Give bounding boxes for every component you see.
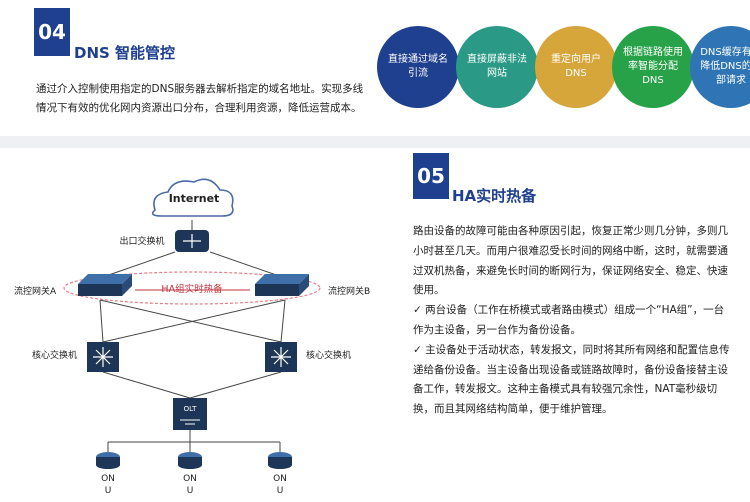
- onu-left-label-bottom: U: [105, 486, 112, 496]
- gateway-a-label: 流控网关A: [14, 285, 57, 297]
- onu-middle-icon: [178, 452, 202, 469]
- section-title: DNS 智能管控: [74, 44, 176, 62]
- onu-middle-label-bottom: U: [187, 486, 194, 496]
- olt-label: OLT: [184, 405, 197, 413]
- ha-paragraph-intro: 路由设备的故障可能由各种原因引起，恢复正常少则几分钟，多则几小时甚至几天。而用户…: [413, 225, 728, 297]
- core-switch-right-label: 核心交换机: [306, 349, 351, 361]
- cloud-icon: [151, 178, 234, 217]
- gateway-b-icon: [255, 274, 309, 296]
- feature-circle-redirect-dns: 重定向用户DNS: [535, 26, 617, 108]
- section-description-line1: 通过介入控制使用指定的DNS服务器去解析指定的域名地址。实现多线: [36, 83, 364, 95]
- onu-left-icon: [96, 452, 120, 469]
- feature-label: 根据链路使用率智能分配DNS: [623, 47, 683, 86]
- section-number-badge: 04: [34, 8, 70, 56]
- ha-group-ellipse: [63, 271, 321, 305]
- section-number-badge: 05: [413, 153, 449, 199]
- onu-right-label-bottom: U: [277, 486, 284, 496]
- onu-right-icon: [268, 452, 292, 469]
- exit-switch-label: 出口交换机: [119, 235, 164, 247]
- internet-label: Internet: [169, 192, 220, 205]
- ha-group-label: HA组实时热备: [161, 283, 223, 295]
- feature-label: DNS缓存有效降低DNS的外部请求: [700, 47, 750, 86]
- feature-circle-dns-cache: DNS缓存有效降低DNS的外部请求: [690, 26, 750, 108]
- section-divider: [0, 136, 750, 148]
- feature-circle-block-sites: 直接屏蔽非法网站: [456, 26, 538, 108]
- feature-label: 直接屏蔽非法网站: [467, 54, 527, 79]
- gateway-a-icon: [78, 274, 132, 296]
- ha-description: 路由设备的故障可能由各种原因引起，恢复正常少则几分钟，多则几小时甚至几天。而用户…: [413, 222, 733, 420]
- ha-paragraph-group: ✓ 两台设备（工作在桥模式或者路由模式）组成一个“HA组”，一台作为主设备，另一…: [413, 304, 725, 336]
- olt-icon: [173, 398, 207, 430]
- ha-paragraph-failover: ✓ 主设备处于活动状态，转发报文，同时将其所有网络和配置信息传递给备份设备。当主…: [413, 343, 730, 416]
- feature-circle-smart-dns: 根据链路使用率智能分配DNS: [612, 26, 694, 108]
- feature-circle-domain-redirect: 直接通过域名引流: [377, 26, 459, 108]
- onu-middle-label-top: ON: [183, 474, 197, 484]
- core-switch-right-icon: [265, 342, 297, 372]
- feature-label: 重定向用户DNS: [551, 54, 601, 79]
- section-description-line2: 情况下有效的优化网内资源出口分布，合理利用资源，降低运营成本。: [36, 102, 362, 114]
- section-title: HA实时热备: [452, 187, 537, 205]
- core-switch-left-label: 核心交换机: [32, 349, 77, 361]
- onu-left-label-top: ON: [101, 474, 115, 484]
- onu-right-label-top: ON: [273, 474, 287, 484]
- section-04-panel: 04 DNS 智能管控 通过介入控制使用指定的DNS服务器去解析指定的域名地址。…: [0, 0, 750, 136]
- feature-label: 直接通过域名引流: [388, 54, 448, 79]
- gateway-b-label: 流控网关B: [328, 285, 370, 297]
- core-switch-left-icon: [87, 342, 119, 372]
- ha-network-diagram: HA组实时热备 Internet 出口交换机 流控网关A 流控网关B 核心交换机…: [14, 178, 370, 496]
- router-icon: [175, 230, 209, 252]
